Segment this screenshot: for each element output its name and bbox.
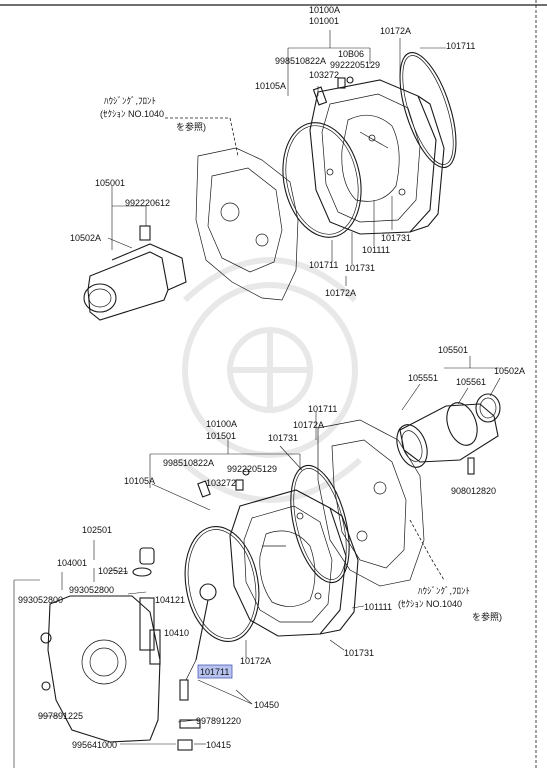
label-top-10b06[interactable]: 10B06 (338, 49, 364, 59)
label-bot-101711-highlight[interactable]: 101711 (200, 667, 229, 677)
label-bot-10105a[interactable]: 10105A (124, 476, 155, 486)
label-bot-105501[interactable]: 105501 (438, 345, 468, 355)
label-bot-101501[interactable]: 101501 (206, 431, 236, 441)
label-bot-104001[interactable]: 104001 (57, 558, 87, 568)
label-top-992220612[interactable]: 992220612 (125, 198, 170, 208)
label-bot-ref-line1[interactable]: ﾊｳｼﾞﾝｸﾞ,ﾌﾛﾝﾄ (418, 586, 470, 596)
label-top-10172a-a[interactable]: 10172A (380, 26, 411, 36)
label-bot-102521[interactable]: 102521 (98, 566, 128, 576)
label-top-10105a[interactable]: 10105A (255, 81, 286, 91)
label-top-ref-line1[interactable]: ﾊｳｼﾞﾝｸﾞ,ﾌﾛﾝﾄ (104, 96, 156, 106)
oil-level-gauge (179, 583, 217, 701)
label-bot-101731-b[interactable]: 101731 (344, 648, 374, 658)
bottom-rotor-housing (229, 489, 359, 637)
top-dowel-pins (312, 76, 354, 106)
label-bot-10100a[interactable]: 10100A (206, 419, 237, 429)
label-top-101711-b[interactable]: 101711 (309, 260, 338, 270)
label-bot-10172a-a[interactable]: 10172A (293, 420, 324, 430)
label-top-101731-a[interactable]: 101731 (381, 233, 411, 243)
top-o-ring-inner (282, 122, 362, 238)
label-top-ref-line3[interactable]: を参照) (176, 121, 206, 132)
top-o-ring-outer (399, 51, 457, 169)
label-top-105001[interactable]: 105001 (95, 178, 125, 188)
label-bot-997891220[interactable]: 997891220 (196, 716, 241, 726)
label-top-103272[interactable]: 103272 (309, 70, 339, 80)
label-bot-10450[interactable]: 10450 (254, 700, 279, 710)
label-top-9922205129[interactable]: 9922205129 (330, 60, 380, 70)
label-bot-10410[interactable]: 10410 (164, 628, 189, 638)
label-top-10172a-b[interactable]: 10172A (325, 288, 356, 298)
top-ref-leader (165, 117, 239, 157)
label-top-101001[interactable]: 101001 (309, 16, 339, 26)
bottom-leader-lines (38, 356, 501, 745)
label-bot-105561[interactable]: 105561 (456, 377, 486, 387)
top-leader-lines (107, 30, 446, 286)
label-bot-ref-line2[interactable]: (ｾｸｼｮﾝ NO.1040 (398, 599, 462, 609)
label-bot-997891225[interactable]: 997891225 (38, 711, 83, 721)
watermark-emblem (178, 257, 362, 503)
label-bot-10502a[interactable]: 10502A (494, 366, 525, 376)
label-bot-10172a-b[interactable]: 10172A (240, 656, 271, 666)
label-top-101731-b[interactable]: 101731 (345, 263, 375, 273)
top-rotor-housing (309, 79, 445, 235)
label-bot-993052800-a[interactable]: 993052800 (69, 585, 114, 595)
bottom-dowel-pins (197, 468, 250, 498)
label-bot-101711-a[interactable]: 101711 (308, 404, 337, 414)
label-bot-101731-a[interactable]: 101731 (268, 433, 298, 443)
label-top-101711-a[interactable]: 101711 (446, 41, 475, 51)
label-bot-105551[interactable]: 105551 (408, 373, 438, 383)
label-bot-103272[interactable]: 103272 (206, 478, 236, 488)
bottom-stationary-gear (396, 393, 501, 475)
label-bot-102501[interactable]: 102501 (82, 525, 112, 535)
label-top-ref-line2[interactable]: (ｾｸｼｮﾝ NO.1040 (100, 109, 164, 119)
bottom-o-ring-inner (184, 525, 260, 643)
label-bot-995641000[interactable]: 995641000 (72, 740, 117, 750)
top-front-housing-reference (195, 147, 299, 301)
bottom-front-cover (40, 547, 201, 751)
label-bot-101111[interactable]: 101111 (364, 602, 392, 612)
label-top-10100a[interactable]: 10100A (309, 5, 340, 15)
label-bot-10415[interactable]: 10415 (206, 740, 231, 750)
bottom-ref-leader (409, 519, 445, 581)
highlighted-part-box (197, 664, 233, 679)
label-bot-ref-line3[interactable]: を参照) (472, 611, 502, 622)
label-top-101111[interactable]: 101111 (362, 245, 390, 255)
label-bot-993052800-b[interactable]: 993052800 (18, 595, 63, 605)
label-bot-9922205129[interactable]: 9922205129 (227, 464, 277, 474)
label-top-998510822a[interactable]: 998510822A (275, 56, 326, 66)
top-stationary-gear (83, 225, 187, 321)
bottom-o-ring-outer (290, 464, 350, 584)
label-bot-998510822a[interactable]: 998510822A (163, 458, 214, 468)
label-bot-104121[interactable]: 104121 (155, 595, 185, 605)
label-bot-908012820[interactable]: 908012820 (451, 486, 496, 496)
bottom-rear-housing-reference (317, 419, 425, 587)
label-top-10502a[interactable]: 10502A (70, 233, 101, 243)
